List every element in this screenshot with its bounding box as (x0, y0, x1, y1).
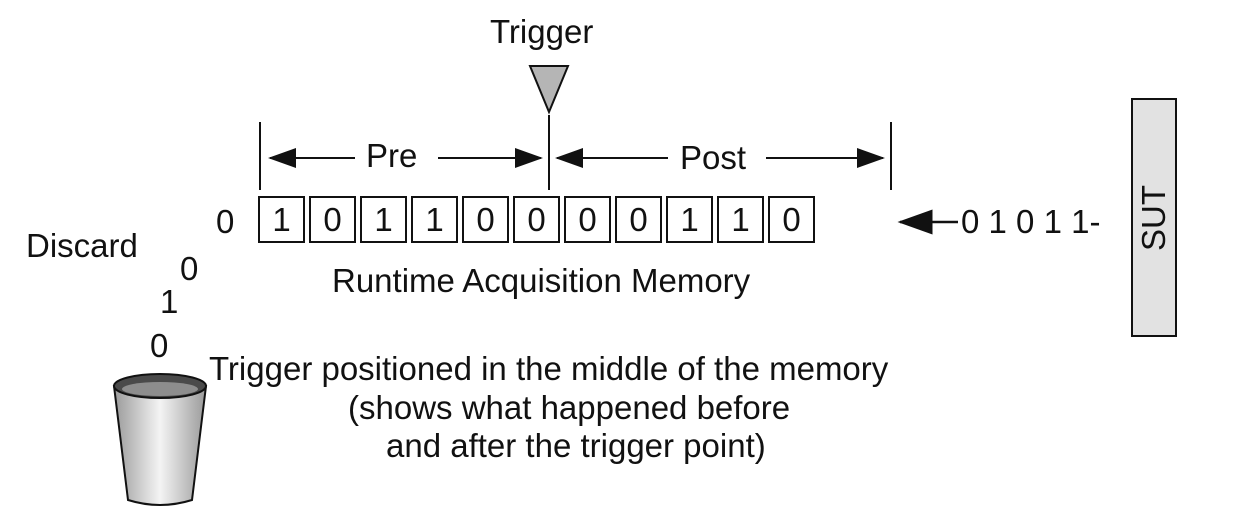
memory-caption: Runtime Acquisition Memory (332, 262, 751, 299)
discarded-bit: 0 (150, 327, 169, 364)
memory-cell: 1 (411, 196, 458, 243)
memory-cell: 0 (768, 196, 815, 243)
caption-line-3: and after the trigger point) (386, 427, 766, 464)
trash-bin-icon (112, 373, 208, 506)
memory-cell: 0 (615, 196, 662, 243)
caption-line-2: (shows what happened before (348, 389, 791, 426)
memory-cell: 1 (666, 196, 713, 243)
post-label: Post (680, 139, 747, 176)
pre-label: Pre (366, 137, 418, 174)
discard-label: Discard (26, 227, 138, 264)
memory-cell: 1 (717, 196, 764, 243)
sut-label: SUT (1135, 184, 1172, 251)
discarded-bit: 0 (180, 250, 199, 287)
memory-cell: 1 (360, 196, 407, 243)
incoming-bit-stream: 0 1 0 1 1- (961, 203, 1101, 240)
memory-cell: 0 (564, 196, 611, 243)
memory-cell: 0 (462, 196, 509, 243)
sut-box: SUT (1131, 98, 1177, 337)
discarded-bit: 1 (160, 283, 179, 320)
discarded-bit: 0 (216, 203, 235, 240)
trigger-marker-icon (528, 65, 570, 115)
trigger-label: Trigger (490, 13, 594, 50)
memory-cell: 0 (309, 196, 356, 243)
memory-cell: 1 (258, 196, 305, 243)
memory-cell: 0 (513, 196, 560, 243)
caption-line-1: Trigger positioned in the middle of the … (209, 350, 889, 387)
